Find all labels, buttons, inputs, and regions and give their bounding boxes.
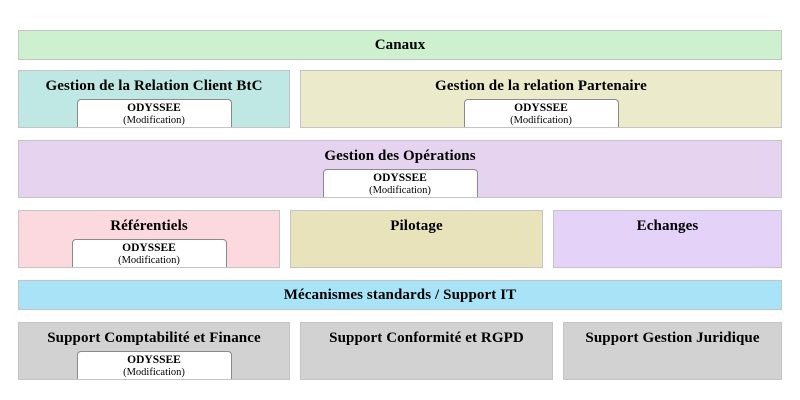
app-badge-status: (Modification) xyxy=(118,255,180,266)
diagram-row-referentiels: Référentiels ODYSSEE (Modification) Pilo… xyxy=(18,210,782,268)
block-support-conformite-et-rgpd[interactable]: Support Conformité et RGPD xyxy=(300,322,553,380)
block-support-comptabilite-et-finance[interactable]: Support Comptabilité et Finance ODYSSEE … xyxy=(18,322,290,380)
block-gestion-relation-client-btc[interactable]: Gestion de la Relation Client BtC ODYSSE… xyxy=(18,70,290,128)
app-badge-name: ODYSSEE xyxy=(127,102,181,114)
app-badge-status: (Modification) xyxy=(510,115,572,126)
block-title: Gestion des Opérations xyxy=(324,148,476,164)
capability-map-diagram: Canaux Gestion de la Relation Client BtC… xyxy=(18,0,782,400)
row-gap xyxy=(290,70,300,128)
app-badge-odyssee[interactable]: ODYSSEE (Modification) xyxy=(463,99,619,127)
block-canaux[interactable]: Canaux xyxy=(18,30,782,60)
block-title: Mécanismes standards / Support IT xyxy=(283,287,517,303)
block-referentiels[interactable]: Référentiels ODYSSEE (Modification) xyxy=(18,210,280,268)
diagram-row-mecanismes: Mécanismes standards / Support IT xyxy=(18,280,782,310)
row-gap xyxy=(543,210,553,268)
block-title: Support Comptabilité et Finance xyxy=(47,330,261,346)
app-badge-status: (Modification) xyxy=(123,115,185,126)
block-title: Echanges xyxy=(636,218,699,234)
block-title: Gestion de la relation Partenaire xyxy=(435,78,647,94)
diagram-row-canaux: Canaux xyxy=(18,30,782,60)
block-title: Canaux xyxy=(374,37,426,53)
app-badge-status: (Modification) xyxy=(123,367,185,378)
block-pilotage[interactable]: Pilotage xyxy=(290,210,543,268)
block-gestion-relation-partenaire[interactable]: Gestion de la relation Partenaire ODYSSE… xyxy=(300,70,782,128)
app-badge-status: (Modification) xyxy=(369,185,431,196)
app-badge-name: ODYSSEE xyxy=(514,102,568,114)
block-gestion-des-operations[interactable]: Gestion des Opérations ODYSSEE (Modifica… xyxy=(18,140,782,198)
app-badge-odyssee[interactable]: ODYSSEE (Modification) xyxy=(322,169,478,197)
app-badge-name: ODYSSEE xyxy=(373,172,427,184)
block-support-gestion-juridique[interactable]: Support Gestion Juridique xyxy=(563,322,782,380)
block-title: Support Conformité et RGPD xyxy=(329,330,524,346)
app-badge-name: ODYSSEE xyxy=(127,354,181,366)
app-badge-odyssee[interactable]: ODYSSEE (Modification) xyxy=(76,351,232,379)
row-gap xyxy=(280,210,290,268)
app-badge-odyssee[interactable]: ODYSSEE (Modification) xyxy=(71,239,227,267)
app-badge-odyssee[interactable]: ODYSSEE (Modification) xyxy=(76,99,232,127)
app-badge-name: ODYSSEE xyxy=(122,242,176,254)
block-mecanismes-standards-support-it[interactable]: Mécanismes standards / Support IT xyxy=(18,280,782,310)
block-title: Pilotage xyxy=(390,218,443,234)
row-gap xyxy=(290,322,300,380)
diagram-row-relation: Gestion de la Relation Client BtC ODYSSE… xyxy=(18,70,782,128)
diagram-row-operations: Gestion des Opérations ODYSSEE (Modifica… xyxy=(18,140,782,198)
row-gap xyxy=(553,322,563,380)
diagram-row-supports: Support Comptabilité et Finance ODYSSEE … xyxy=(18,322,782,380)
block-title: Support Gestion Juridique xyxy=(585,330,760,346)
block-echanges[interactable]: Echanges xyxy=(553,210,782,268)
block-title: Référentiels xyxy=(110,218,188,234)
block-title: Gestion de la Relation Client BtC xyxy=(45,78,263,94)
